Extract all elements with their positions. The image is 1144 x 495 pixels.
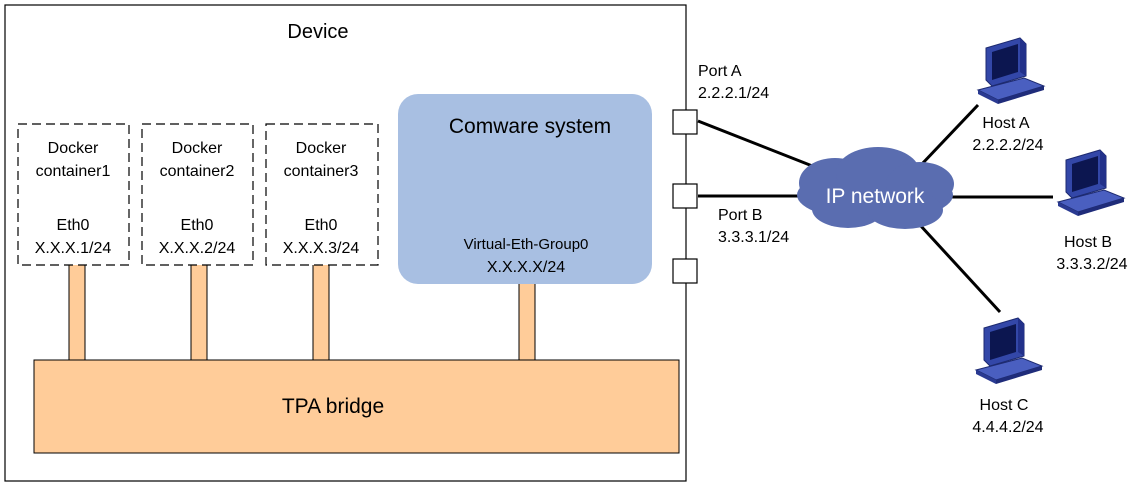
host-c-name: Host C [980,397,1029,414]
port-b-name: Port B [718,207,762,224]
network-label: IP network [826,185,925,208]
container-name-line1: Docker [48,140,99,157]
container-name-line2: container2 [160,163,235,180]
device-title: Device [287,21,348,43]
container-ip: X.X.X.2/24 [159,240,236,257]
network-links [697,103,1053,314]
container-name-line1: Docker [296,140,347,157]
container-name-line1: Docker [172,140,223,157]
bridge-label: TPA bridge [282,395,384,418]
port-a-name: Port A [698,63,742,80]
container-ip: X.X.X.1/24 [35,240,112,257]
port-a-box [672,109,698,135]
port-b-ip: 3.3.3.1/24 [718,229,789,246]
container-iface: Eth0 [305,217,338,234]
container-name-line2: container3 [284,163,359,180]
comware-title: Comware system [449,115,611,138]
host-a-name: Host A [982,115,1029,132]
port-a-ip: 2.2.2.1/24 [698,85,769,102]
host-b-computer-icon [1057,149,1125,217]
container-iface: Eth0 [57,217,90,234]
container-iface: Eth0 [181,217,214,234]
container-ip: X.X.X.3/24 [283,240,360,257]
ip-network-cloud-icon [797,147,954,229]
docker-container-2: Docker container2 Eth0 X.X.X.2/24 [141,123,254,266]
host-a-computer-icon [977,37,1045,105]
docker-container-3: Docker container3 Eth0 X.X.X.3/24 [265,123,379,266]
port-c-box [672,258,698,284]
device-ports [672,109,698,284]
comware-ip: X.X.X.X/24 [487,259,565,276]
host-a-ip: 2.2.2.2/24 [972,137,1043,154]
host-b-ip: 3.3.3.2/24 [1056,256,1127,273]
port-b-box [672,183,698,209]
host-b-name: Host B [1064,234,1112,251]
tpa-bridge [33,359,680,454]
container-name-line2: container1 [36,163,111,180]
docker-container-1: Docker container1 Eth0 X.X.X.1/24 [17,123,130,266]
host-c-computer-icon [975,317,1043,385]
bridge-connectors [68,263,536,363]
comware-iface: Virtual-Eth-Group0 [464,236,589,253]
comware-system: Comware system Virtual-Eth-Group0 X.X.X.… [398,94,652,284]
host-c-ip: 4.4.4.2/24 [972,419,1043,436]
